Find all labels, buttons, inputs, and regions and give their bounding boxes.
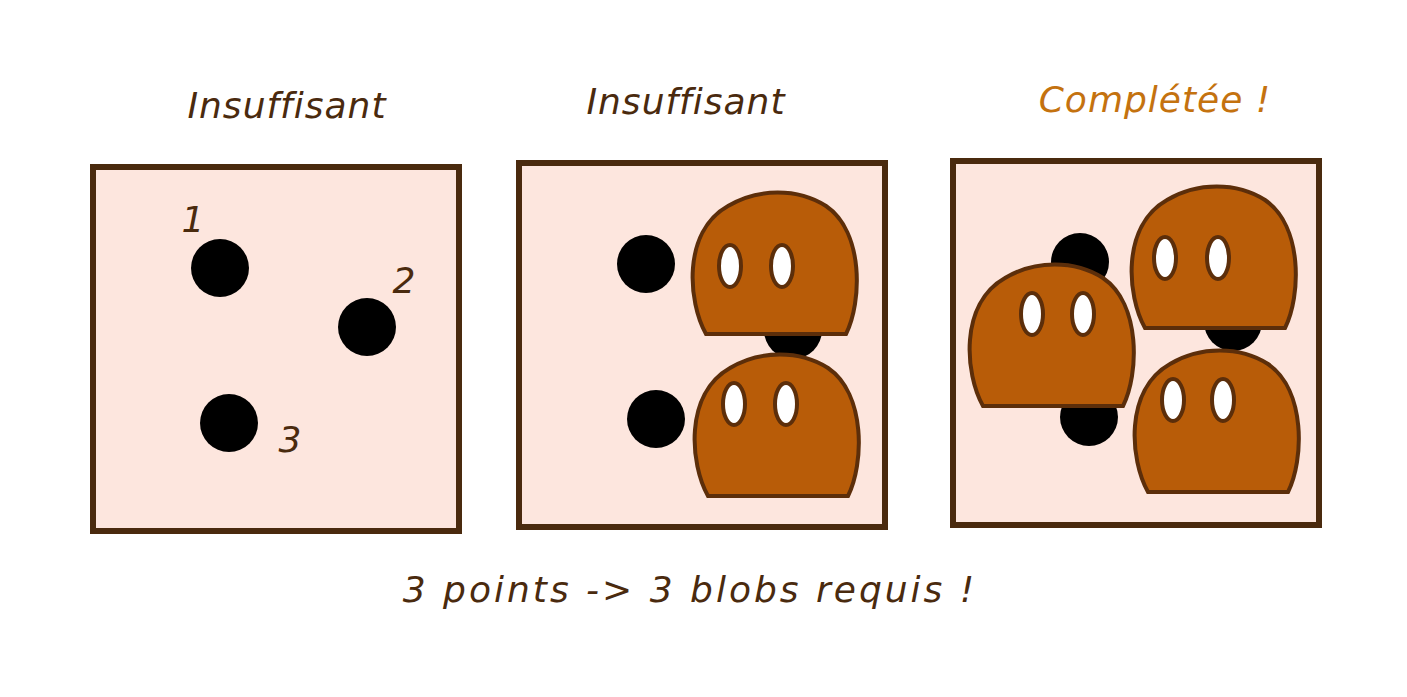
blob-creature <box>1132 187 1296 329</box>
dot <box>1060 388 1118 446</box>
blob-creature <box>693 193 857 335</box>
eye <box>1207 237 1229 279</box>
panel-heading: Insuffisant <box>586 80 785 124</box>
eye <box>771 245 793 287</box>
eye <box>719 245 741 287</box>
dot <box>1051 233 1109 291</box>
panel-heading: Complétée ! <box>1039 78 1272 122</box>
callout-number: 3 <box>279 419 302 461</box>
eye <box>1212 379 1234 421</box>
dot <box>617 235 675 293</box>
panel-box: Insuffisant <box>90 164 462 534</box>
dot <box>764 301 822 359</box>
panel-box: Insuffisant <box>516 160 888 530</box>
dot <box>1204 293 1262 351</box>
dot <box>191 239 249 297</box>
panel-heading: Insuffisant <box>187 84 386 128</box>
eye <box>775 383 797 425</box>
eye <box>1072 293 1094 335</box>
callout-number: 1 <box>182 199 205 241</box>
callout-number: 2 <box>393 260 416 302</box>
dot <box>200 394 258 452</box>
panel-box: Complétée ! <box>950 158 1322 528</box>
blob-creature <box>970 265 1134 407</box>
eye <box>1162 379 1184 421</box>
blob-creature <box>695 355 859 497</box>
blob-creature <box>1135 351 1299 493</box>
eye <box>1154 237 1176 279</box>
dot <box>627 390 685 448</box>
caption-text: 3 points -> 3 blobs requis ! <box>403 568 977 612</box>
dot <box>338 298 396 356</box>
eye <box>723 383 745 425</box>
eye <box>1021 293 1043 335</box>
